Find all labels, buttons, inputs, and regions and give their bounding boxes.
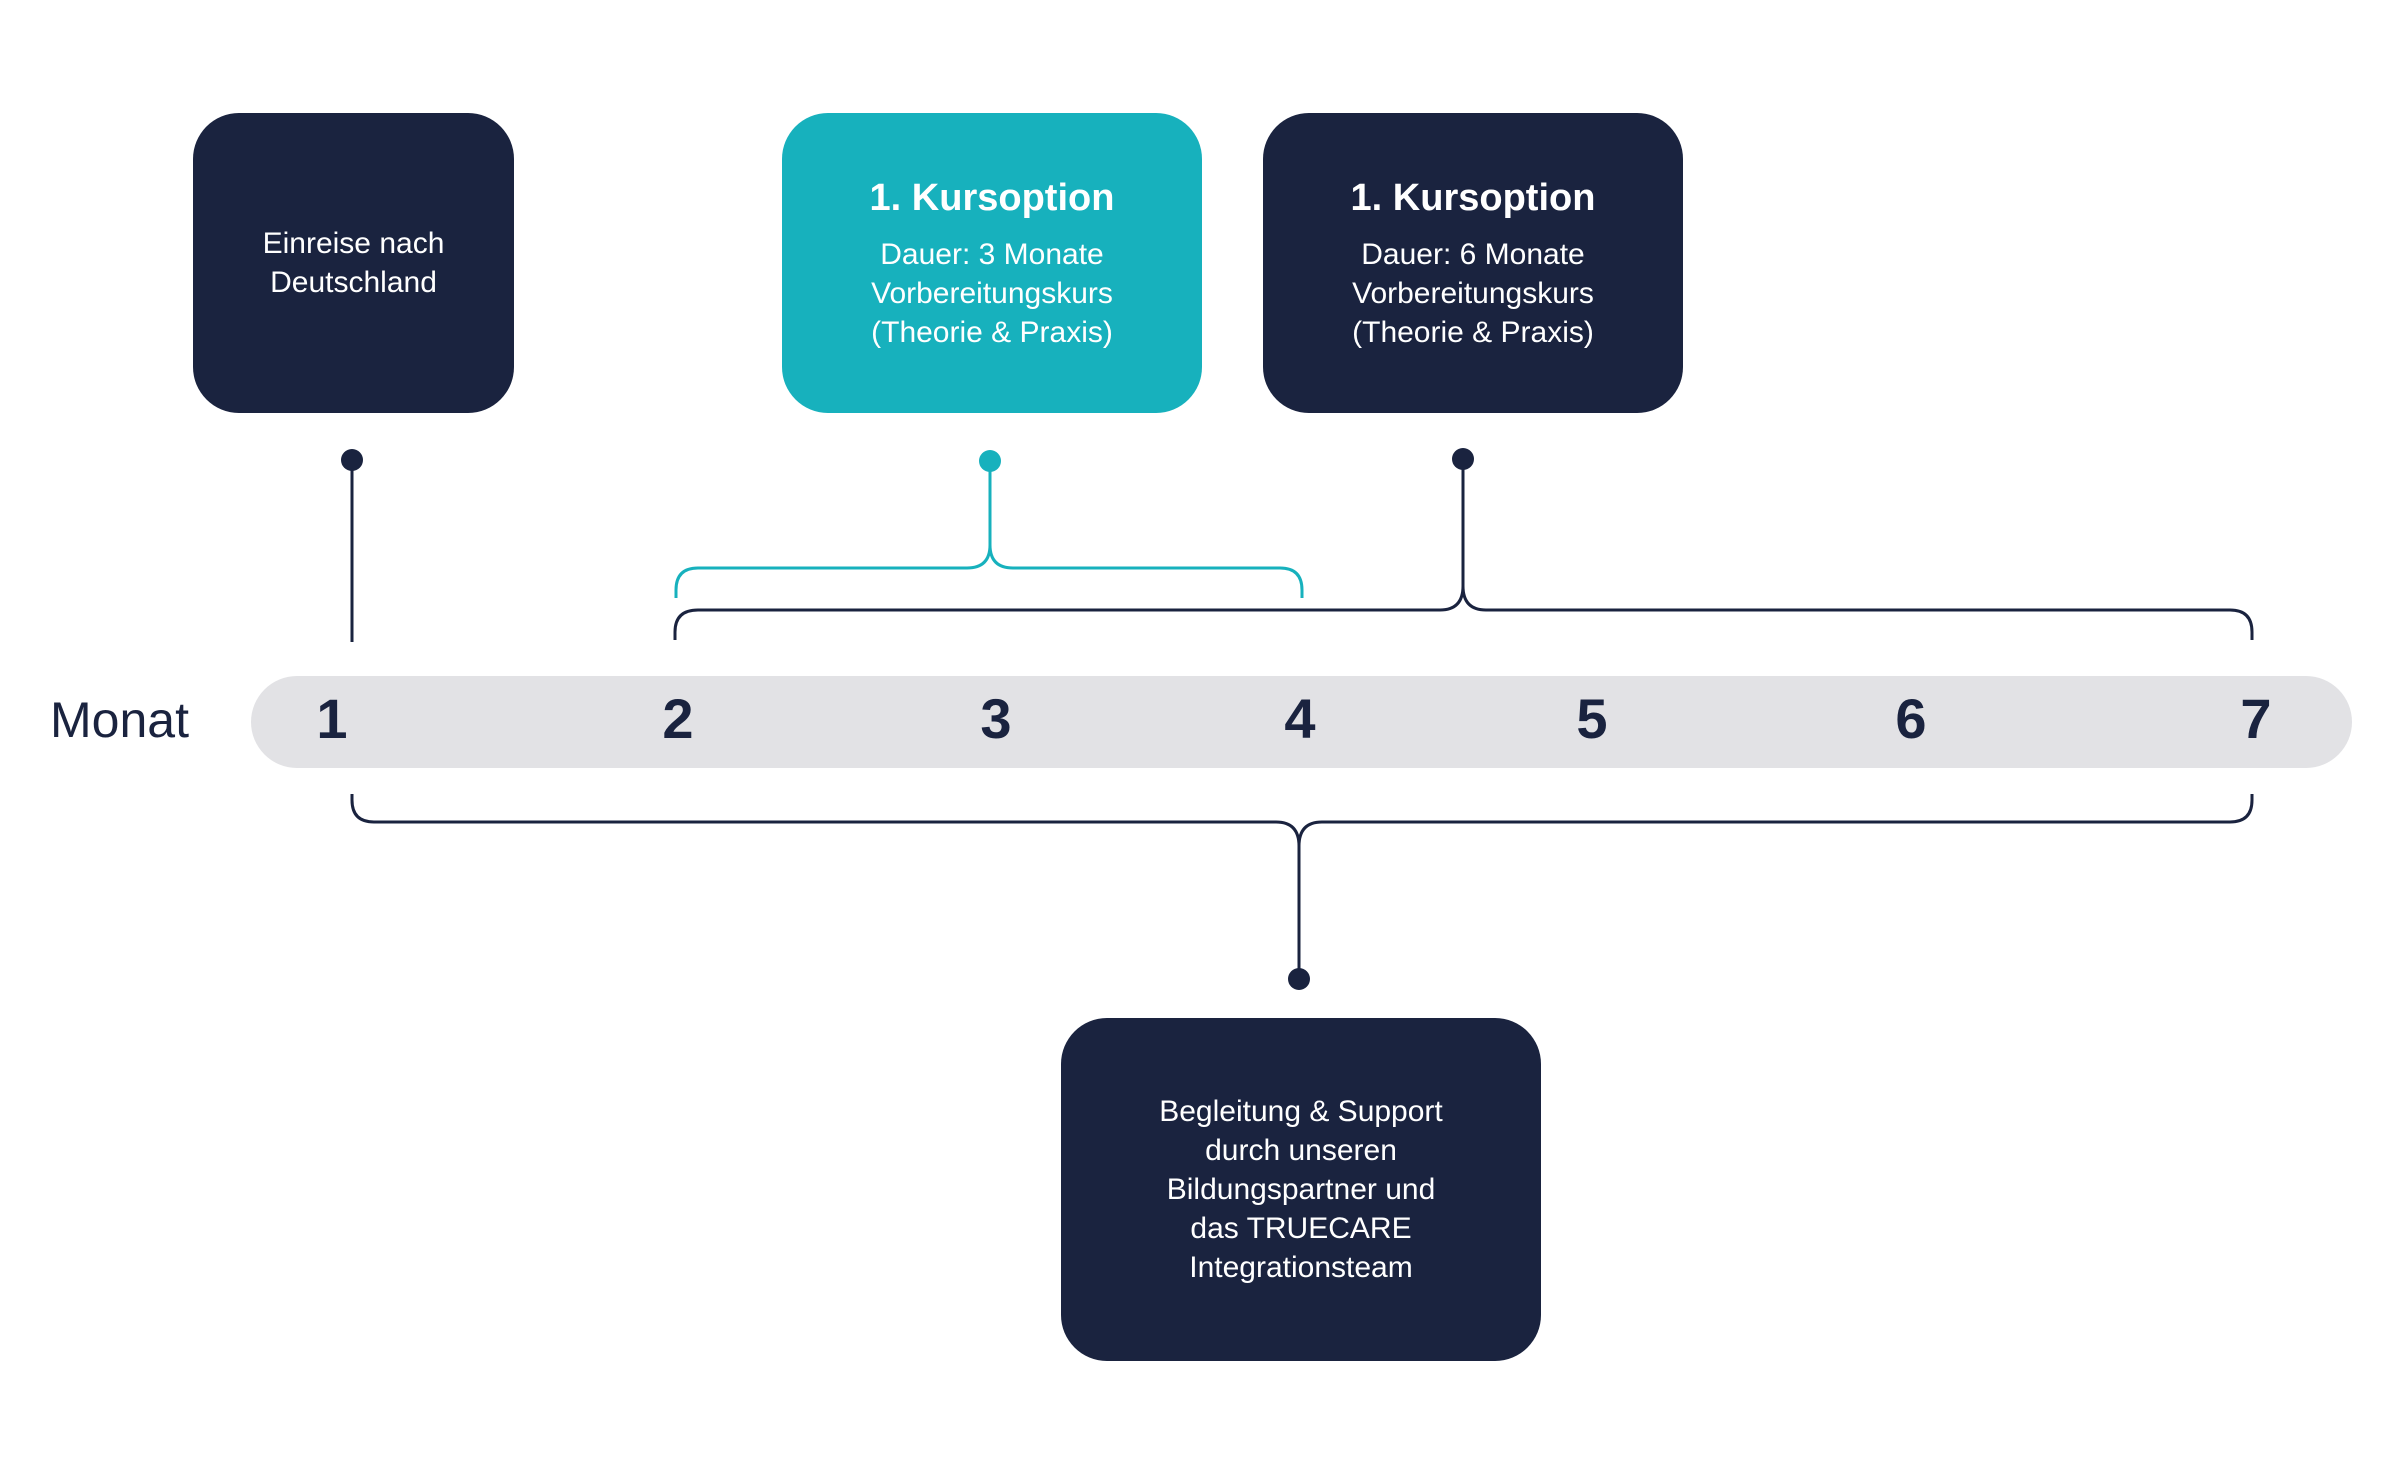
support-line: durch unseren	[1205, 1134, 1397, 1167]
support-pin-dot	[1288, 968, 1310, 990]
month-label: 4	[1284, 687, 1316, 750]
month-label: 1	[316, 687, 348, 750]
course-option-title: 1. Kursoption	[869, 176, 1115, 219]
axis-label: Monat	[50, 692, 189, 748]
timeline-bar	[251, 676, 2352, 768]
arrival-line: Einreise nach	[262, 227, 445, 260]
course-option-type: Vorbereitungskurs	[1352, 276, 1594, 310]
course-option-content: (Theorie & Praxis)	[1352, 315, 1594, 349]
course-option-duration: Dauer: 6 Monate	[1361, 237, 1585, 271]
support-line: Integrationsteam	[1189, 1251, 1413, 1284]
month-label: 6	[1895, 687, 1927, 750]
month-label: 7	[2240, 687, 2272, 750]
course-option-6-months-box: 1. Kursoption Dauer: 6 Monate Vorbereitu…	[1263, 113, 1683, 413]
support-line: Begleitung & Support	[1159, 1095, 1443, 1128]
support-line: Bildungspartner und	[1166, 1173, 1436, 1206]
month-label: 5	[1576, 687, 1608, 750]
support-line: das TRUECARE	[1190, 1212, 1412, 1245]
support-bracket	[350, 794, 2254, 976]
arrival-pin-dot	[341, 449, 363, 471]
option-long-bracket	[673, 459, 2254, 640]
support-box: Begleitung & Support durch unseren Bildu…	[1061, 1018, 1541, 1361]
option-short-bracket	[674, 461, 1304, 598]
course-option-type: Vorbereitungskurs	[871, 276, 1113, 310]
arrival-box: Einreise nach Deutschland	[193, 113, 514, 413]
course-option-3-months-box: 1. Kursoption Dauer: 3 Monate Vorbereitu…	[782, 113, 1202, 413]
month-label: 3	[980, 687, 1012, 750]
arrival-line: Deutschland	[270, 266, 437, 299]
course-option-content: (Theorie & Praxis)	[871, 315, 1113, 349]
course-option-duration: Dauer: 3 Monate	[880, 237, 1104, 271]
course-option-title: 1. Kursoption	[1350, 176, 1596, 219]
month-label: 2	[662, 687, 694, 750]
